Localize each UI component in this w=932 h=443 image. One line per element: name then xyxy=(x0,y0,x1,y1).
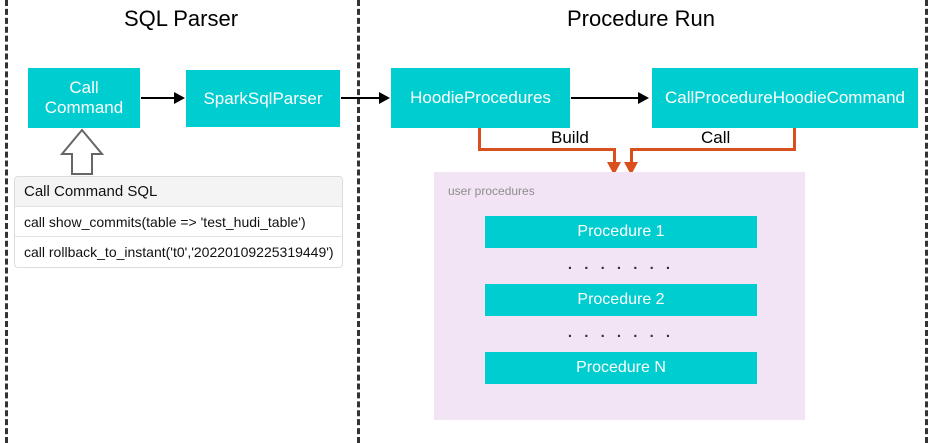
arrow-procedures-to-command-head xyxy=(638,92,649,104)
build-connector-v2 xyxy=(613,148,616,166)
call-connector-h xyxy=(630,148,796,151)
arrow-parser-to-procedures-line xyxy=(341,97,381,99)
node-procedure-n[interactable]: Procedure N xyxy=(485,352,757,384)
sql-table-row-0: call show_commits(table => 'test_hudi_ta… xyxy=(15,207,342,237)
sql-table-header: Call Command SQL xyxy=(15,177,342,207)
call-command-sql-table: Call Command SQL call show_commits(table… xyxy=(14,176,343,268)
build-connector-h xyxy=(478,148,615,151)
divider-right xyxy=(925,0,928,443)
sql-table-row-1: call rollback_to_instant('t0','202201092… xyxy=(24,244,334,260)
procedure-separator-1: . . . . . . . xyxy=(567,256,675,273)
call-connector-arrowhead xyxy=(624,162,638,175)
node-call-procedure-hoodie-command[interactable]: CallProcedureHoodieCommand xyxy=(652,68,918,128)
arrow-call-to-parser-head xyxy=(174,92,185,104)
user-procedures-caption: user procedures xyxy=(448,184,535,198)
node-spark-sql-parser[interactable]: SparkSqlParser xyxy=(186,70,340,127)
node-procedure-2[interactable]: Procedure 2 xyxy=(485,284,757,316)
edge-label-call: Call xyxy=(696,128,736,148)
hollow-up-arrow-icon xyxy=(58,128,106,181)
node-procedure-1[interactable]: Procedure 1 xyxy=(485,216,757,248)
divider-left xyxy=(5,0,8,443)
call-connector-v2 xyxy=(630,148,633,166)
node-call-command[interactable]: Call Command xyxy=(28,68,140,128)
procedure-separator-2: . . . . . . . xyxy=(567,324,675,341)
arrow-procedures-to-command-line xyxy=(571,97,639,99)
divider-middle xyxy=(357,0,360,443)
user-procedures-panel: user procedures Procedure 1 . . . . . . … xyxy=(434,172,805,420)
node-call-command-line1: Call xyxy=(69,78,99,98)
edge-label-build: Build xyxy=(546,128,594,148)
node-call-command-line2: Command xyxy=(44,98,124,117)
arrow-parser-to-procedures-head xyxy=(379,92,390,104)
arrow-call-to-parser-line xyxy=(141,97,175,99)
node-hoodie-procedures[interactable]: HoodieProcedures xyxy=(391,68,570,128)
call-connector-v1 xyxy=(793,128,796,150)
section-title-procedure-run: Procedure Run xyxy=(567,6,715,31)
section-title-sql-parser: SQL Parser xyxy=(123,6,239,31)
build-connector-v1 xyxy=(478,128,481,150)
build-connector-arrowhead xyxy=(607,162,621,175)
